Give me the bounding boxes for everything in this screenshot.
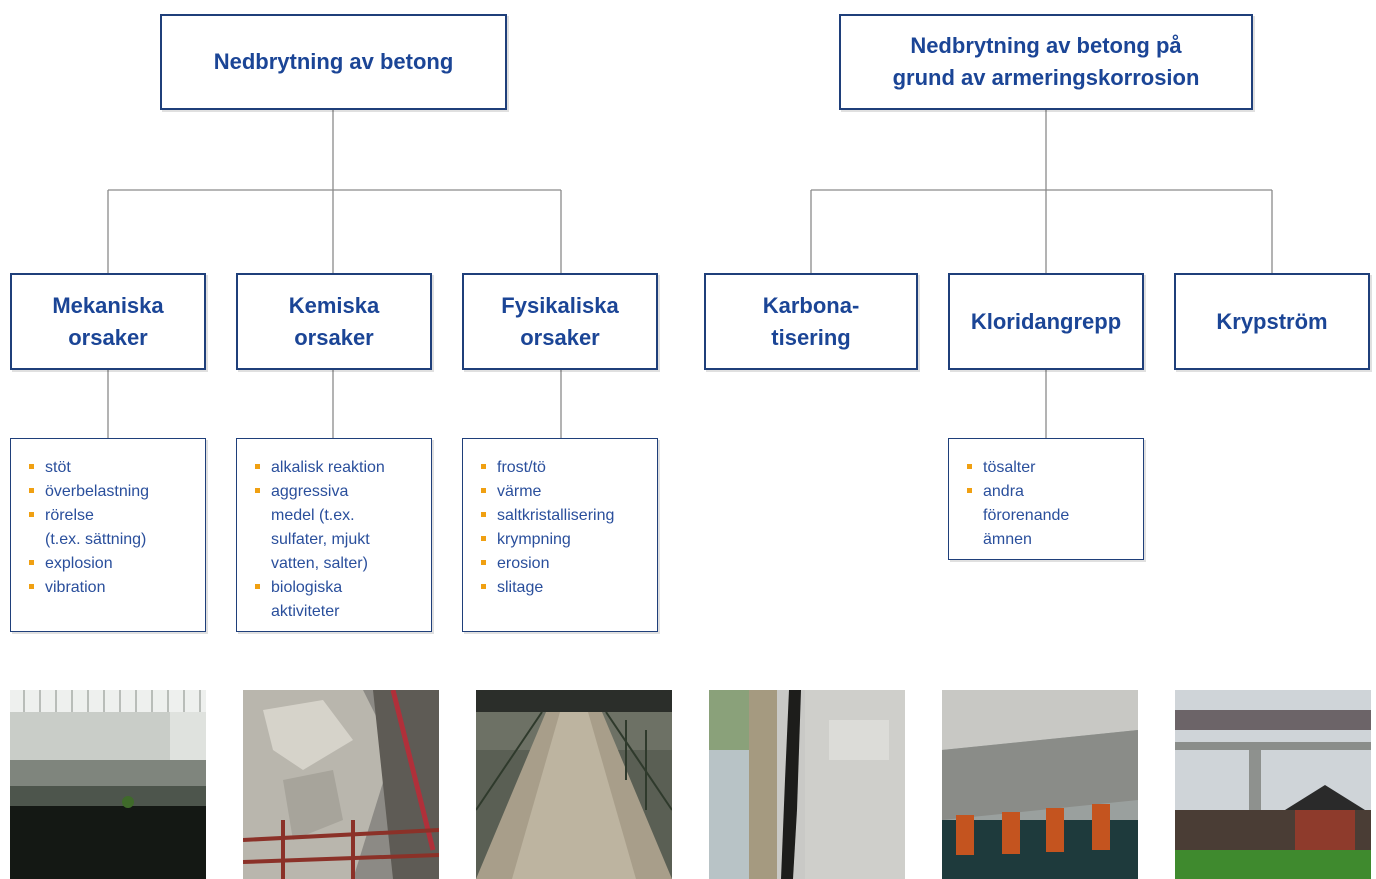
branch-title: Krypström — [1216, 308, 1328, 334]
list-item: alkalisk reaktion — [255, 456, 431, 480]
bullet-icon — [481, 464, 486, 469]
list-item: krympning — [481, 528, 657, 552]
worn-walkway-photo — [476, 690, 672, 879]
list-item: värme — [481, 480, 657, 504]
chloride-pier-photo — [942, 690, 1138, 879]
list-chloride: tösalter andra förorenande ämnen — [948, 438, 1144, 560]
branch-title: Mekaniska orsaker — [52, 292, 164, 350]
bullet-icon — [481, 512, 486, 517]
list-item: aggressiva medel (t.ex. sulfater, mjukt … — [255, 480, 431, 576]
bullet-icon — [29, 488, 34, 493]
branch-box-mechanical: Mekaniska orsaker — [10, 273, 206, 370]
root-box-right: Nedbrytning av betong på grund av armeri… — [839, 14, 1253, 110]
list-item: andra förorenande ämnen — [967, 480, 1143, 552]
branch-title: Karbona- tisering — [762, 292, 860, 350]
list-item: biologiska aktiviteter — [255, 576, 431, 624]
chemical-attack-concrete-photo — [243, 690, 439, 879]
root-title-right: Nedbrytning av betong på grund av armeri… — [892, 33, 1200, 90]
bullet-icon — [29, 560, 34, 565]
branch-box-stray-current: Krypström — [1174, 273, 1370, 370]
branch-title: Fysikaliska orsaker — [501, 292, 619, 350]
branch-box-chemical: Kemiska orsaker — [236, 273, 432, 370]
list-item: frost/tö — [481, 456, 657, 480]
root-title-left: Nedbrytning av betong — [213, 49, 454, 74]
arch-bridge-photo — [1175, 690, 1371, 879]
list-item: överbelastning — [29, 480, 205, 504]
bullet-icon — [255, 464, 260, 469]
branch-title: Kemiska orsaker — [288, 292, 380, 350]
bullet-icon — [481, 560, 486, 565]
list-item: explosion — [29, 552, 205, 576]
list-item: saltkristallisering — [481, 504, 657, 528]
list-item: stöt — [29, 456, 205, 480]
bridge-underside-damage-photo — [10, 690, 206, 879]
bullet-icon — [255, 488, 260, 493]
branch-title: Kloridangrepp — [970, 308, 1122, 334]
bullet-icon — [481, 536, 486, 541]
bullet-icon — [29, 512, 34, 517]
carbonation-crack-photo — [709, 690, 905, 879]
bullet-icon — [255, 584, 260, 589]
list-item: erosion — [481, 552, 657, 576]
list-chemical: alkalisk reaktion aggressiva medel (t.ex… — [236, 438, 432, 632]
bullet-icon — [29, 464, 34, 469]
list-item: rörelse (t.ex. sättning) — [29, 504, 205, 552]
bullet-icon — [481, 488, 486, 493]
list-item: vibration — [29, 576, 205, 600]
branch-box-carbonation: Karbona- tisering — [704, 273, 918, 370]
root-box-left: Nedbrytning av betong — [160, 14, 507, 110]
list-item: slitage — [481, 576, 657, 600]
bullet-icon — [29, 584, 34, 589]
list-physical: frost/tö värme saltkristallisering krymp… — [462, 438, 658, 632]
bullet-icon — [967, 464, 972, 469]
branch-box-chloride: Kloridangrepp — [948, 273, 1144, 370]
list-mechanical: stöt överbelastning rörelse (t.ex. sättn… — [10, 438, 206, 632]
branch-box-physical: Fysikaliska orsaker — [462, 273, 658, 370]
list-item: tösalter — [967, 456, 1143, 480]
bullet-icon — [967, 488, 972, 493]
bullet-icon — [481, 584, 486, 589]
